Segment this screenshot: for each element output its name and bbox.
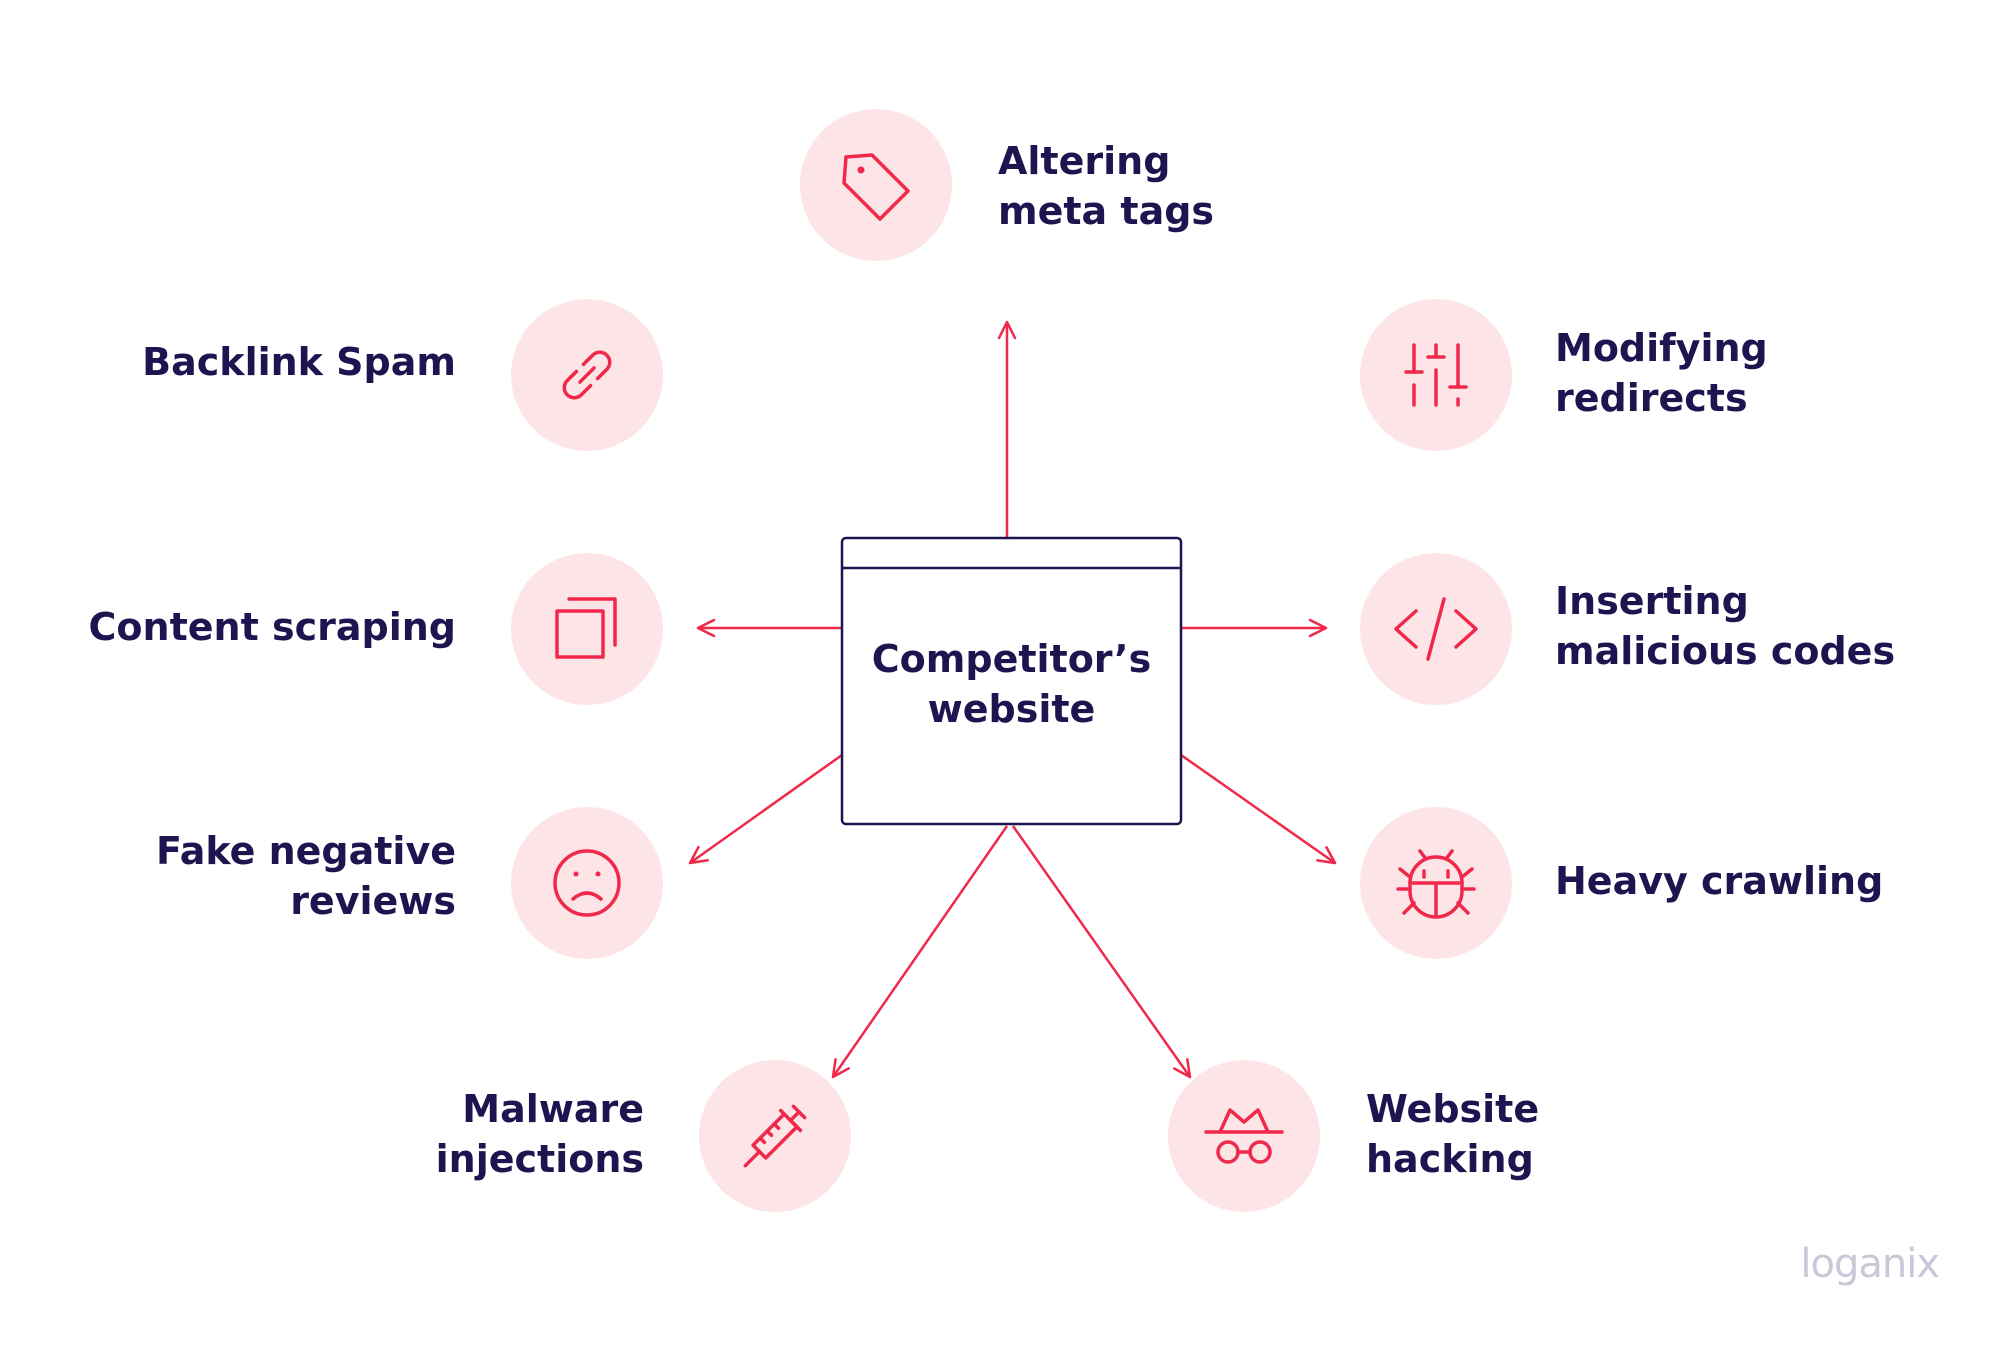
syringe-icon	[743, 1104, 807, 1168]
label-content-scraping: Content scraping	[89, 602, 456, 652]
sliders-icon	[1404, 343, 1468, 407]
arrow-to-heavy-crawling	[1180, 753, 1337, 865]
label-line: meta tags	[998, 189, 1215, 233]
label-line: reviews	[290, 879, 456, 923]
arrow-to-malware-injections	[831, 825, 1009, 1079]
label-line: Competitor’s	[871, 637, 1152, 681]
label-line: Content scraping	[88, 605, 456, 649]
label-line: Altering	[998, 139, 1171, 183]
malware-injections-circle	[699, 1060, 851, 1212]
content-scraping-circle	[511, 553, 663, 705]
code-icon	[1394, 597, 1478, 661]
label-heavy-crawling: Heavy crawling	[1555, 856, 1883, 906]
arrow-to-fake-negative-reviews	[688, 753, 843, 865]
brand-logo: loganix	[1800, 1241, 1940, 1287]
altering-meta-tags-circle	[800, 109, 952, 261]
sad-face-icon	[553, 849, 621, 917]
label-line: hacking	[1366, 1137, 1534, 1181]
arrow-to-website-hacking	[1011, 825, 1192, 1079]
spy-icon	[1204, 1108, 1284, 1164]
label-website-hacking: Website hacking	[1366, 1084, 1539, 1184]
website-hacking-circle	[1168, 1060, 1320, 1212]
label-modifying-redirects: Modifying redirects	[1555, 323, 1768, 423]
tag-icon	[842, 153, 910, 221]
label-line: Heavy crawling	[1555, 859, 1884, 903]
label-line: Malware	[462, 1087, 644, 1131]
label-fake-negative-reviews: Fake negative reviews	[156, 826, 456, 926]
label-line: Fake negative	[155, 829, 456, 873]
label-inserting-malicious-codes: Inserting malicious codes	[1555, 576, 1895, 676]
label-line: Backlink Spam	[142, 340, 456, 384]
label-line: malicious codes	[1555, 629, 1896, 673]
label-line: Inserting	[1555, 579, 1749, 623]
link-icon	[562, 350, 612, 400]
label-altering-meta-tags: Altering meta tags	[998, 136, 1214, 236]
label-line: redirects	[1555, 376, 1748, 420]
label-line: Modifying	[1555, 326, 1768, 370]
label-line: injections	[435, 1137, 644, 1181]
competitor-website-window	[840, 536, 1183, 826]
copy-icon	[555, 597, 617, 659]
bug-icon	[1396, 849, 1476, 919]
fake-negative-reviews-circle	[511, 807, 663, 959]
label-malware-injections: Malware injections	[436, 1084, 644, 1184]
label-backlink-spam: Backlink Spam	[142, 337, 456, 387]
center-label: Competitor’s website	[842, 634, 1181, 734]
label-line: website	[927, 687, 1096, 731]
label-line: Website	[1366, 1087, 1540, 1131]
